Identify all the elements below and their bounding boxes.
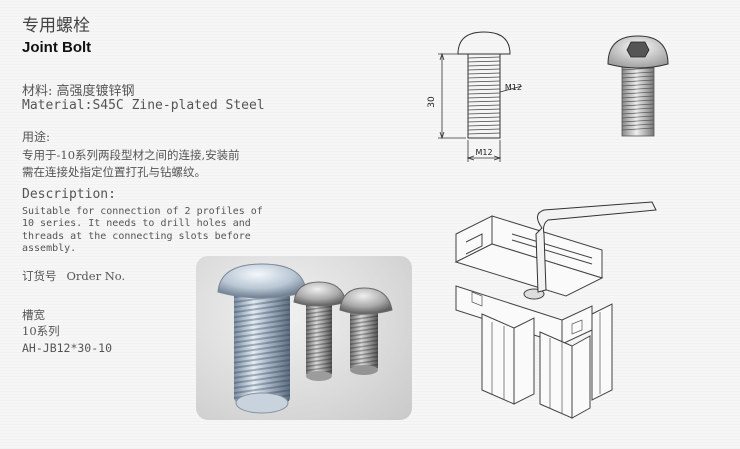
bolt-3d-render: [607, 35, 669, 137]
length-label: 30: [427, 96, 437, 108]
assembly-illustration: [454, 201, 657, 419]
slot-width-label: 槽宽: [22, 308, 45, 322]
bolts-photo: [196, 256, 412, 420]
usage-heading: 用途:: [22, 130, 51, 144]
description-line: Suitable for connection of 2 profiles of: [22, 206, 263, 217]
series-value: 10系列: [22, 324, 60, 338]
hex-key-icon: [535, 201, 657, 293]
thread-leader: [499, 85, 523, 93]
order-number-label: 订货号 Order No.: [22, 268, 125, 284]
description-line: threads at the connecting slots before: [22, 230, 251, 242]
material-english: Material:S45C Zine-plated Steel: [22, 98, 265, 113]
hex-socket-icon: [626, 41, 650, 58]
large-bolt: [217, 263, 307, 414]
title-english: Joint Bolt: [22, 39, 92, 56]
usage-line-1: 专用于-10系列两段型材之间的连接,安装前: [22, 148, 240, 162]
order-label-cn: 订货号: [22, 269, 57, 283]
technical-drawing: 30 M12 M12: [427, 31, 523, 162]
thread-label: M12: [505, 83, 522, 92]
description-body: Suitable for connection of 2 profiles of…: [22, 206, 282, 255]
description-line: assembly.: [22, 242, 77, 254]
description-heading: Description:: [22, 187, 116, 202]
diameter-label: M12: [475, 148, 492, 157]
medium-bolt: [293, 281, 347, 381]
bolts-photo-graphic: [217, 263, 393, 414]
title-chinese: 专用螺栓: [22, 16, 90, 36]
order-label-en: Order No.: [66, 269, 126, 283]
description-line: 10 series. It needs to drill holes and: [22, 218, 251, 230]
small-bolt: [339, 287, 393, 375]
drawing-head: [457, 31, 511, 55]
model-number: AH-JB12*30-10: [22, 341, 113, 355]
material-chinese: 材料: 高强度镀锌钢: [22, 84, 135, 99]
drawing-shank: [467, 53, 501, 139]
usage-line-2: 需在连接处指定位置打孔与钻螺纹。: [22, 165, 206, 179]
drawing-threads: [467, 56, 501, 135]
